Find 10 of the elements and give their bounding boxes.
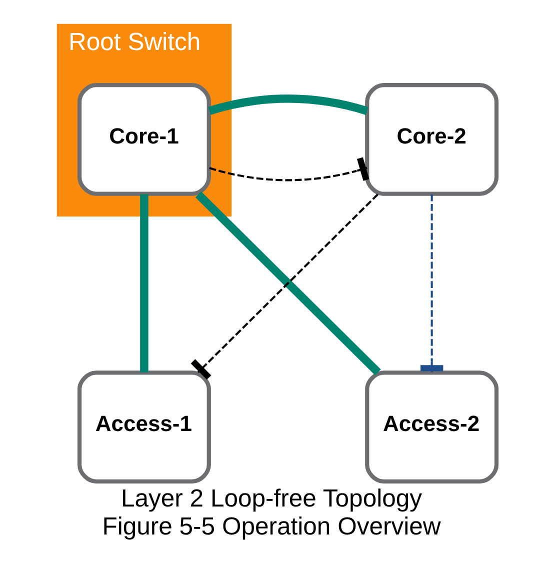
connector bbox=[420, 194, 443, 372]
node-box: Access-1 bbox=[76, 370, 210, 484]
connector bbox=[208, 157, 369, 182]
connector bbox=[208, 94, 368, 115]
node-box: Core-1 bbox=[76, 83, 210, 196]
node-box: Access-2 bbox=[364, 370, 498, 484]
node-box: Core-2 bbox=[364, 83, 498, 196]
caption: Figure 5-5 Operation Overview bbox=[102, 513, 440, 540]
connector bbox=[140, 194, 148, 372]
diagram-title: Layer 2 Loop-free Topology bbox=[120, 486, 422, 513]
